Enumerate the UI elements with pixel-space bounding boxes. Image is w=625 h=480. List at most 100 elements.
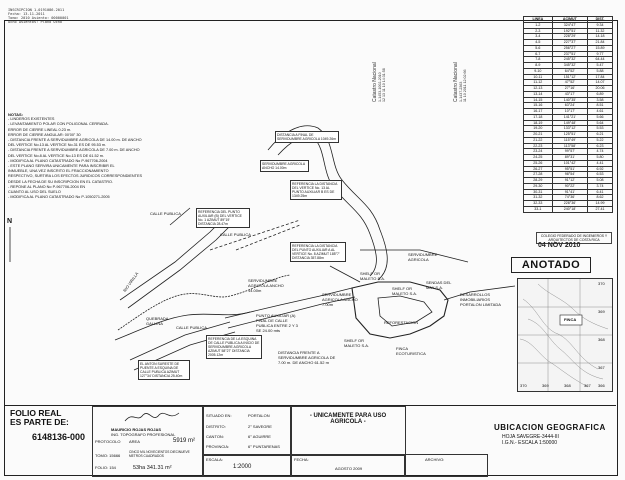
loc-tick-x: 367 bbox=[584, 383, 591, 388]
hoja-info: HOJA SAVEGRE-3444-III I.G.N.- ESCALA 1:5… bbox=[502, 434, 559, 446]
acimut-cell: 237°51' bbox=[551, 50, 589, 58]
dist-cell: 21.84 bbox=[587, 39, 613, 46]
contour-line bbox=[537, 283, 609, 330]
shelf-low-label: SHELF OR MALETO S.A. bbox=[344, 338, 370, 348]
header-line: Tomo: 2010 Asiento: 00000001 bbox=[8, 16, 69, 20]
acimut-cell: 95°51' bbox=[551, 165, 589, 173]
note-item: DEL VERTICE No.13 AL VERTICE No.31 ES DE… bbox=[8, 143, 107, 148]
leader-line bbox=[169, 207, 191, 226]
archive-cell: ARCHIVO: bbox=[404, 454, 488, 477]
loc-tick-x: 369 bbox=[542, 383, 549, 388]
acimut-cell: 133°12' bbox=[551, 125, 589, 132]
notes-list: - LINDEROS EXISTENTES- LEVANTAMIENTO POL… bbox=[8, 117, 178, 200]
fecha-value: AGOSTO 2009 bbox=[335, 466, 363, 471]
distrito-value: 2° SAVEGRE bbox=[248, 424, 272, 429]
provincia-label: PROVINCIA: bbox=[206, 444, 230, 449]
dist-cell: 4.41 bbox=[587, 159, 613, 167]
calle-publica-label-2: CALLE PUBLICA bbox=[176, 325, 207, 330]
leader-line bbox=[329, 265, 361, 283]
acimut-cell: 228°36' bbox=[551, 200, 589, 207]
loc-tick-y: 370 bbox=[598, 281, 605, 286]
note-item: - MODIFICA AL PLANO CATASTRADO No P-1050… bbox=[8, 195, 110, 200]
north-arrow-label: N bbox=[7, 218, 13, 225]
title-block: FOLIO REAL ES PARTE DE: 6148136-000 MAUR… bbox=[4, 405, 616, 477]
dist-cell: 64.44 bbox=[587, 56, 613, 63]
area-label: AREA bbox=[129, 439, 140, 444]
hoja-sheet: HOJA SAVEGRE-3444-III bbox=[502, 434, 559, 440]
finca-marker bbox=[559, 314, 583, 326]
loc-tick-y: 368 bbox=[598, 337, 605, 342]
sendas-label: SENDAS DEL MAY S.A. bbox=[426, 280, 452, 290]
ubicacion-title: UBICACION GEOGRAFICA bbox=[494, 423, 606, 432]
escala-label: ESCALA: bbox=[206, 457, 223, 462]
location-cell: SITUADO EN: PORTALON DISTRITO: 2° SAVEGR… bbox=[202, 406, 292, 456]
serv-14-mid-label: SERVIDUMBRE AGRICOLA ANCHO 14.00m bbox=[248, 278, 284, 293]
acimut-cell: 91°12' bbox=[551, 177, 589, 184]
dist-cell: 6.21 bbox=[587, 131, 613, 138]
canton-value: 6° AGUIRRE bbox=[248, 434, 271, 439]
serv-7-label: SERVIDUMBRE AGRICOLA ANCHO 7.00m bbox=[322, 292, 358, 307]
notes-title: NOTAS: bbox=[8, 112, 24, 117]
plan-frame bbox=[4, 20, 618, 476]
acimut-cell: 99°57' bbox=[551, 148, 589, 155]
serv-agricola-label: SERVIDUMBRE AGRICOLA bbox=[408, 252, 438, 262]
loc-map-title: FINCA bbox=[564, 317, 577, 322]
dist-cell: 6.41 bbox=[587, 188, 613, 196]
situado-value: PORTALON bbox=[248, 413, 270, 418]
anotado-stamp: ANOTADO bbox=[511, 257, 591, 273]
dist-cell: 5.53 bbox=[587, 125, 613, 132]
note-item: RESPECTIVO, SURTIRA LOS EFECTOS JURIDICO… bbox=[8, 174, 143, 179]
dist-cell: 5.80 bbox=[587, 154, 613, 161]
situado-label: SITUADO EN: bbox=[206, 413, 232, 418]
shelf-mid-label: SHELF OR MALETO S.A. bbox=[392, 286, 418, 296]
folio-real-label: FOLIO REAL ES PARTE DE: bbox=[10, 409, 69, 427]
adjacent-road-line bbox=[443, 285, 516, 301]
calle-publica-label-1: CALLE PUBLICA bbox=[150, 211, 181, 216]
area-value: 5919 m² bbox=[173, 438, 196, 444]
colegio-stamp: COLEGIO FEDERADO DE INGENIEROS Y ARQUITE… bbox=[536, 232, 612, 244]
contour-line bbox=[519, 338, 589, 388]
tomo-label: TOMO: 15666 bbox=[95, 453, 121, 458]
folio-number: 6148136-000 bbox=[32, 432, 86, 442]
loc-tick-y: 367 bbox=[598, 365, 605, 370]
reforestation-polygon bbox=[377, 295, 433, 327]
dist-cell: 27.41 bbox=[587, 205, 613, 213]
dimension-line bbox=[235, 224, 301, 251]
dist-final-label: DISTANCIA A FINAL DE SERVIDUMBRE AGRICOL… bbox=[275, 131, 339, 143]
linea-cell: 33-1 bbox=[523, 205, 553, 213]
acimut-cell: 113°58' bbox=[551, 142, 589, 150]
river-line bbox=[117, 274, 291, 331]
registration-header-note: INSCRIPCION 1-0191086-2011 Fecha: 13-11-… bbox=[8, 8, 69, 24]
dist-cell: 14.18 bbox=[587, 33, 613, 40]
note-item: - LEVANTAMIENTO POLAR CON POLIGONAL CERR… bbox=[8, 122, 109, 127]
signature-icon bbox=[124, 412, 180, 422]
header-line: Ocho Asientos: Plano Ocho bbox=[8, 20, 63, 24]
servidumbre-line bbox=[224, 287, 353, 319]
dist-cell: 11.32 bbox=[587, 27, 613, 35]
dist-cell: 6.92 bbox=[587, 165, 613, 173]
dist-cell: 4.74 bbox=[587, 148, 613, 155]
note-item: CUANTO AL USO DEL SUELO bbox=[8, 190, 61, 195]
serv-14-top-label: SERVIDUMBRE AGRICOLA ANCHO 14.00m bbox=[260, 160, 309, 172]
contour-line bbox=[527, 318, 604, 380]
